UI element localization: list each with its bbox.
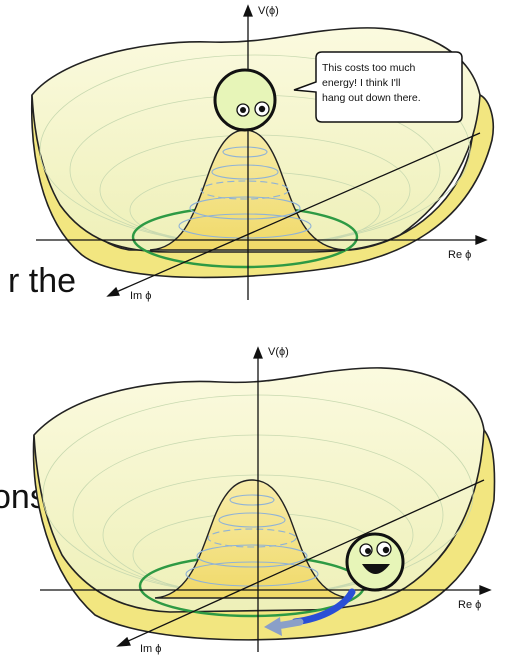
speech-line-1: This costs too much [322,62,416,74]
speech-bubble: This costs too much energy! I think I'll… [294,52,462,122]
higgs-ball-character [215,70,275,130]
axis-label-v: V(ϕ) [258,5,279,17]
higgs-ball-character [347,534,403,590]
axis-label-im: Im ϕ [130,290,151,302]
mexican-hat-potential-bottom: ons V(ϕ) Re ϕ Im ϕ [0,330,506,657]
mexican-hat-potential-top: r the V(ϕ) Re ϕ Im ϕ [0,0,506,330]
slide-text-fragment: r the [8,262,76,300]
axis-label-im: Im ϕ [140,643,161,655]
axis-label-re: Re ϕ [448,249,471,261]
potential-diagram-bottom: ons V(ϕ) Re ϕ Im ϕ [0,330,506,657]
potential-diagram-top: r the V(ϕ) Re ϕ Im ϕ [0,0,506,330]
axis-label-v: V(ϕ) [268,346,289,358]
speech-line-2: energy! I think I'll [322,77,400,89]
speech-line-3: hang out down there. [322,92,421,104]
axis-label-re: Re ϕ [458,599,481,611]
